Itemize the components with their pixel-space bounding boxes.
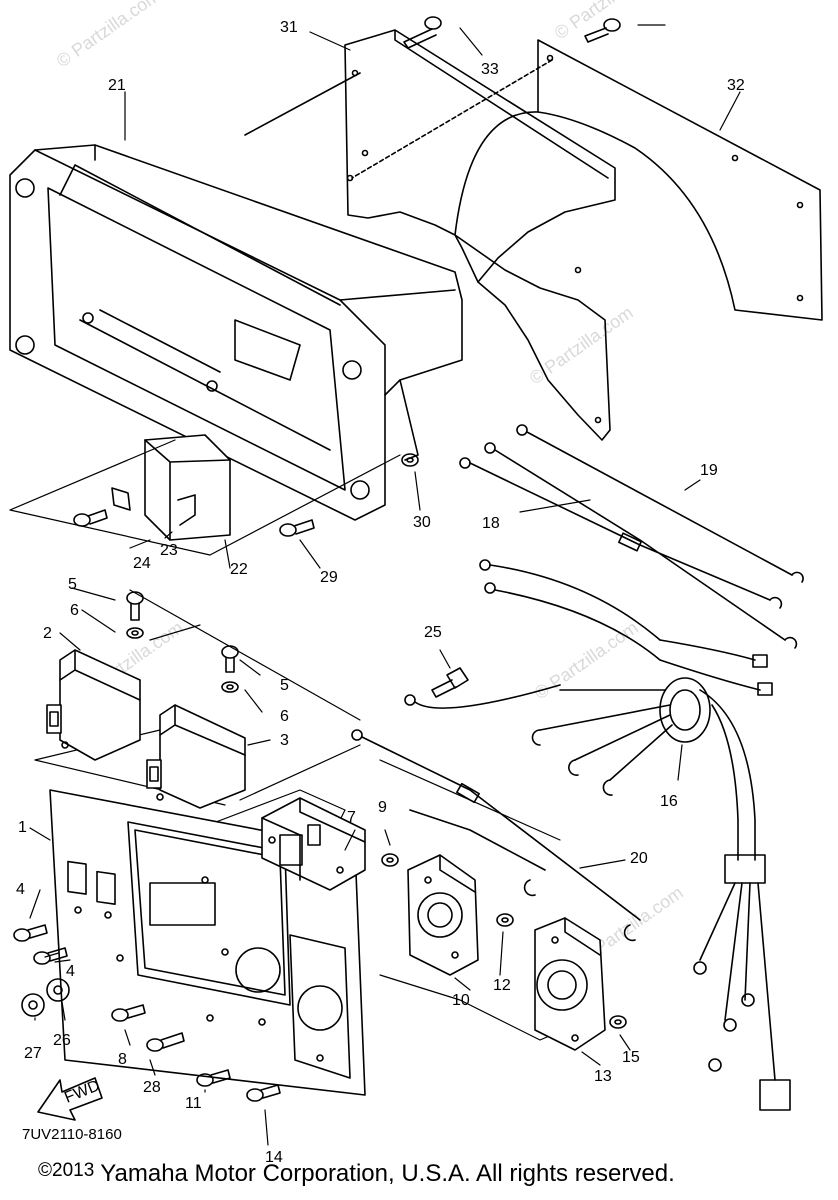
callout-4a: 4	[16, 881, 25, 898]
callout-9: 9	[378, 799, 387, 816]
watermark: © Partzilla.com	[526, 302, 637, 388]
callout-18: 19	[700, 462, 718, 479]
part-5-screw	[126, 591, 239, 673]
callout-2: 2	[43, 625, 52, 642]
part-3-breaker	[146, 704, 246, 809]
callout-20: 21	[108, 77, 126, 94]
part-31-gasket	[244, 39, 823, 441]
drawing-code: 7UV2110-8160	[22, 1126, 122, 1143]
part-23-screw	[73, 509, 108, 527]
callout-22: 23	[160, 542, 178, 559]
callout-6a: 6	[70, 602, 79, 619]
callout-16: 16	[660, 793, 678, 810]
copyright-year: ©2013	[38, 1160, 95, 1181]
part-9-nut	[381, 853, 399, 867]
callout-11: 11	[185, 1095, 202, 1112]
callout-3: 3	[280, 732, 289, 749]
callout-15: 15	[622, 1049, 640, 1066]
callout-30: 31	[280, 19, 298, 36]
part-24-bolt	[431, 667, 469, 698]
callout-25: 26	[53, 1032, 71, 1049]
part-33-screw	[584, 18, 621, 43]
callout-1: 1	[18, 819, 27, 836]
fwd-arrow: FWD	[37, 1077, 103, 1121]
callout-13: 13	[594, 1068, 612, 1085]
callout-6b: 6	[280, 708, 289, 725]
callout-32: 33	[481, 61, 499, 78]
part-21-block	[144, 434, 231, 541]
part-15-nut	[609, 1015, 627, 1029]
part-7-outlet	[261, 797, 366, 891]
part-28-screw	[279, 519, 315, 537]
callout-31: 32	[727, 77, 745, 94]
callout-4b: 4	[66, 963, 75, 980]
part-17-lead	[459, 442, 798, 649]
part-32-screw	[403, 16, 442, 49]
panel-fasteners	[13, 924, 281, 1102]
callout-14: 14	[265, 1149, 283, 1166]
callout-29: 30	[413, 514, 431, 531]
callout-5b: 5	[280, 677, 289, 694]
part-18-lead	[516, 424, 804, 583]
part-13-receptacle	[534, 917, 606, 1051]
part-16-harness	[479, 559, 791, 1111]
callout-7: 7	[347, 809, 356, 826]
part-12-nut	[496, 913, 514, 927]
callout-5a: 5	[68, 576, 77, 593]
copyright-text: Yamaha Motor Corporation, U.S.A. All rig…	[100, 1160, 675, 1187]
part-20-control-box	[9, 144, 463, 521]
callout-17: 18	[482, 515, 500, 532]
part-22-bracket	[111, 487, 131, 511]
callout-21: 22	[230, 561, 248, 578]
callout-27: 28	[143, 1079, 161, 1096]
part-29-nut	[401, 453, 419, 467]
callout-26: 27	[24, 1045, 42, 1062]
callout-23: 24	[133, 555, 151, 572]
callout-8: 8	[118, 1051, 127, 1068]
callout-28: 29	[320, 569, 338, 586]
part-10-receptacle	[407, 854, 479, 976]
part-6-washer	[126, 627, 239, 693]
callout-19: 20	[630, 850, 648, 867]
watermark: © Partzilla.com	[53, 0, 164, 71]
part-19-lead	[351, 684, 641, 942]
callout-24: 25	[424, 624, 442, 641]
callout-12: 12	[493, 977, 511, 994]
leader-lines	[29, 24, 741, 1146]
callout-10: 10	[452, 992, 470, 1009]
part-2-breaker	[46, 649, 141, 761]
